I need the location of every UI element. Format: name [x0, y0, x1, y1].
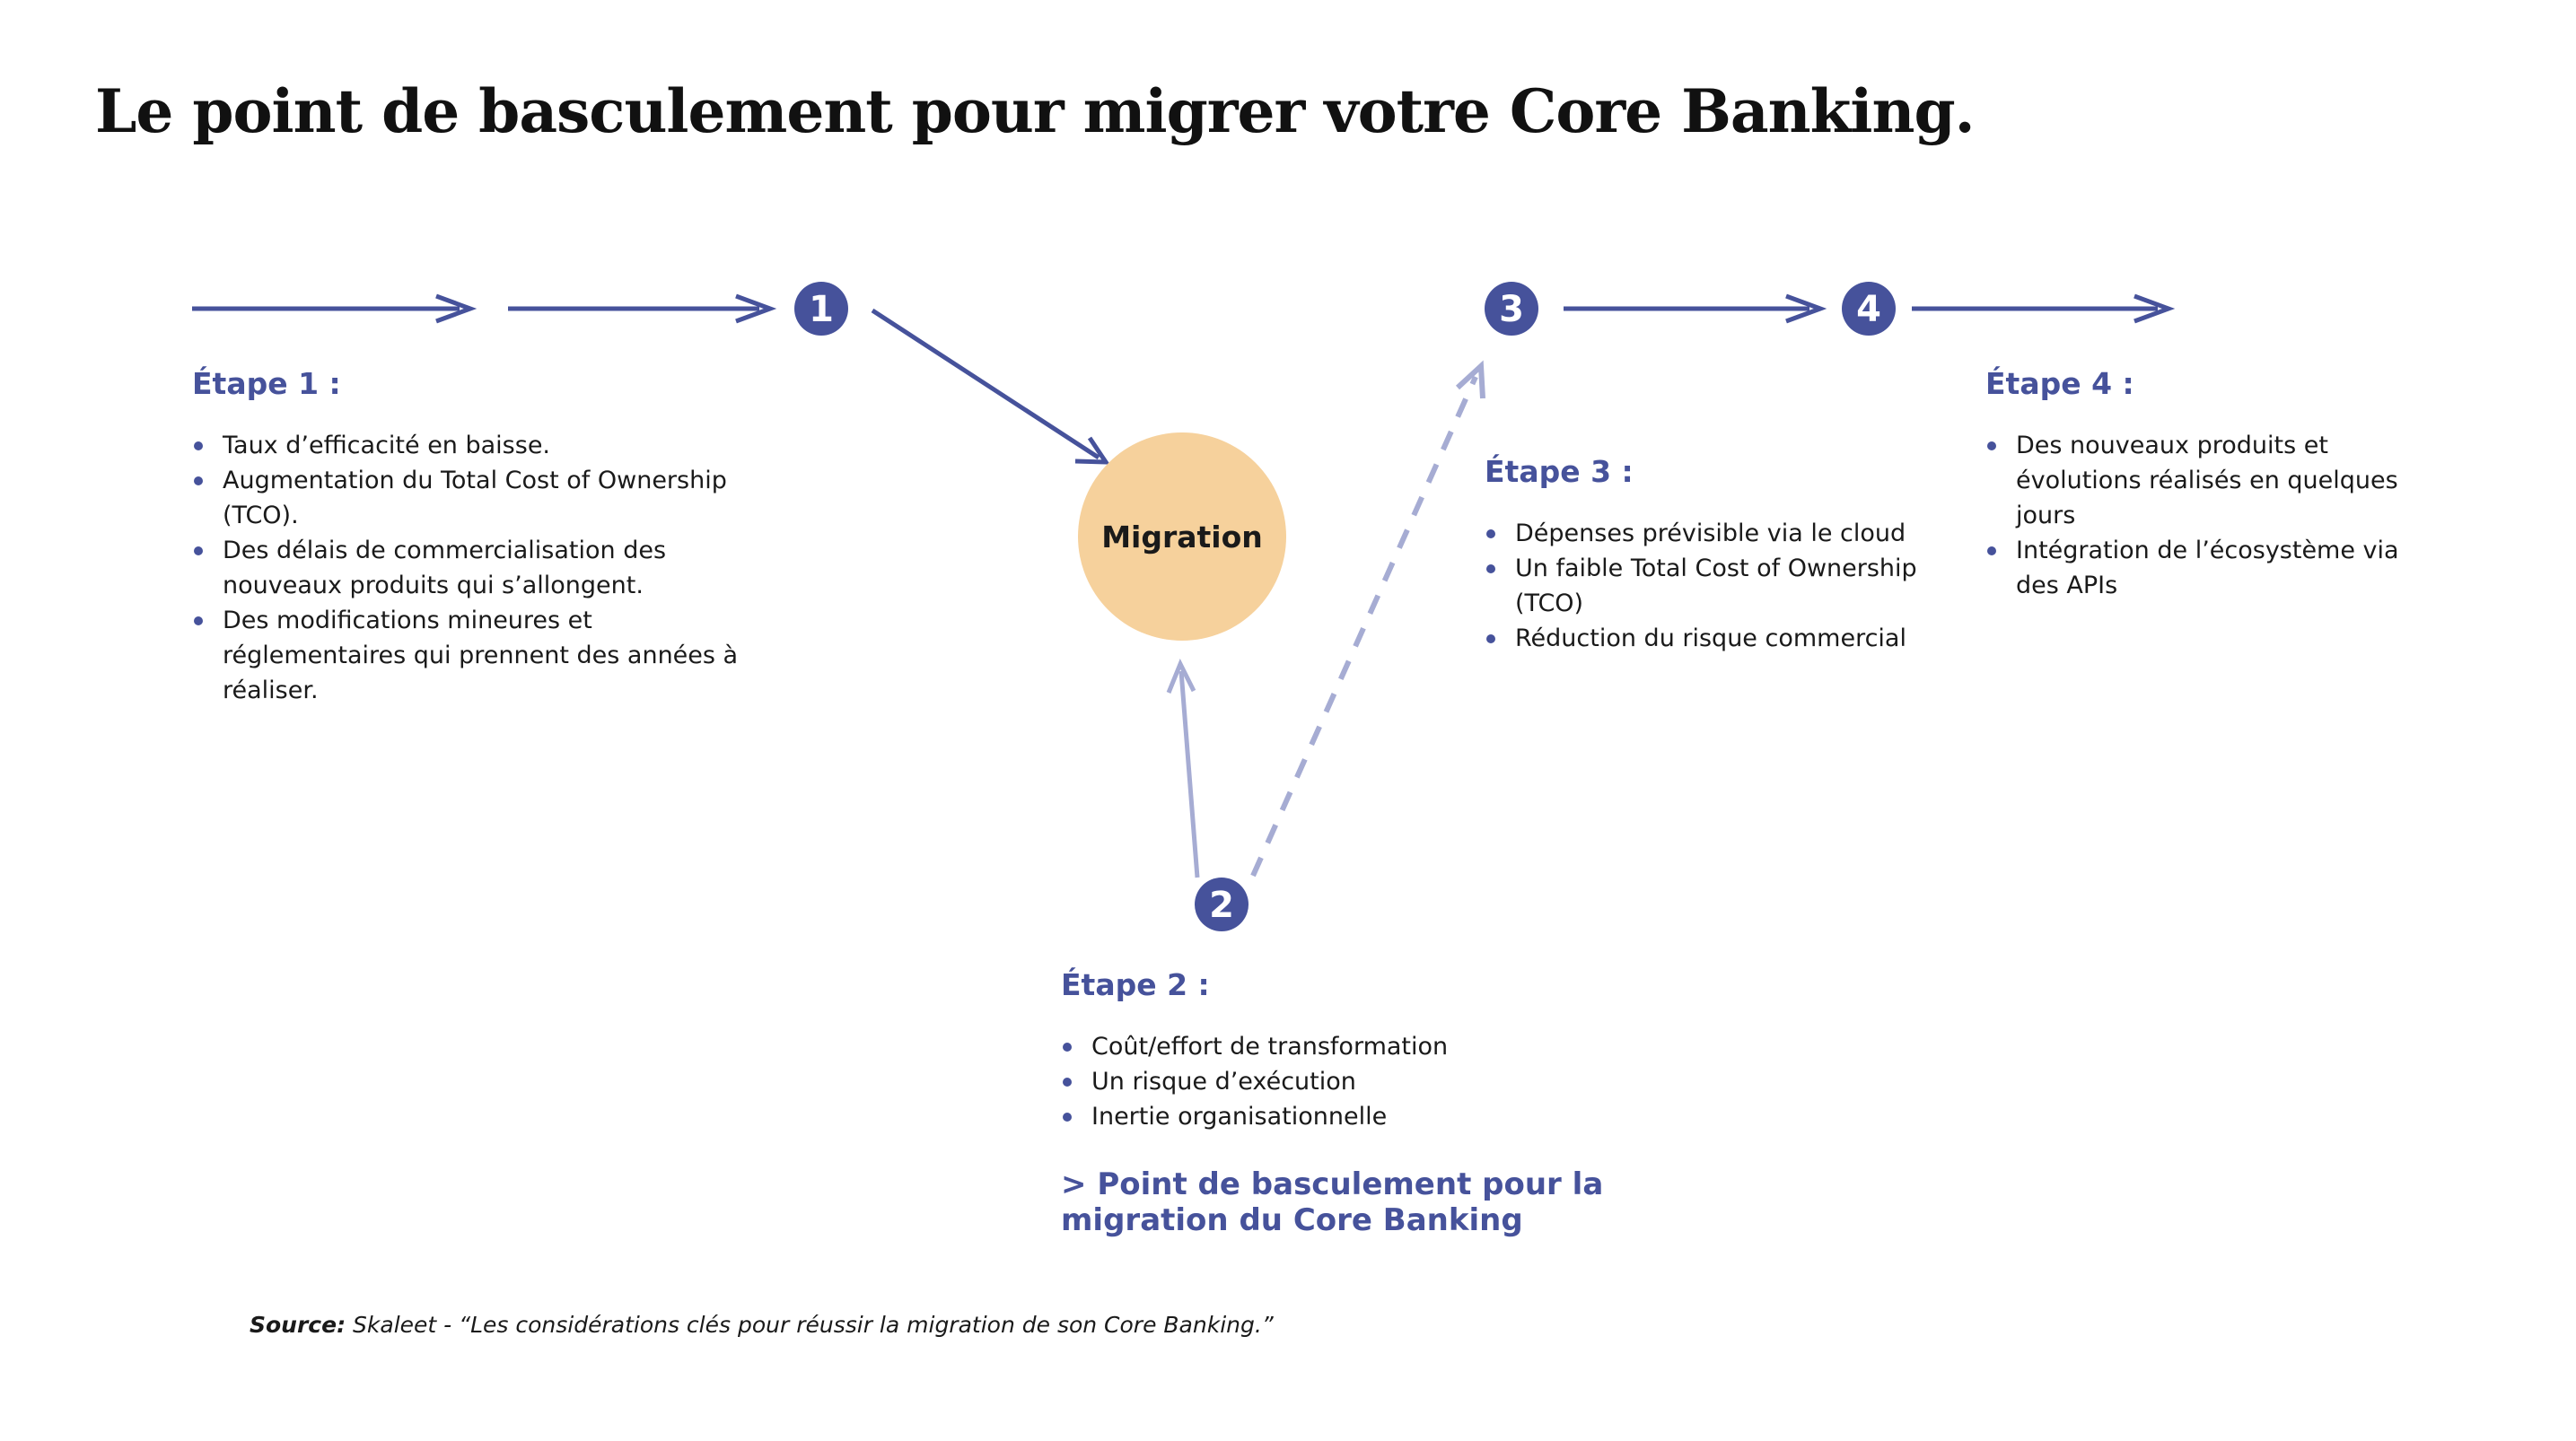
source-label: Source:: [250, 1312, 346, 1338]
step-3-list: Dépenses prévisible via le cloud Un faib…: [1485, 516, 1933, 656]
arrow-2-to-3-dashed: [1250, 360, 1485, 878]
step-4-list: Des nouveaux produits et évolutions réal…: [1985, 428, 2434, 603]
node-3-label: 3: [1499, 289, 1524, 330]
node-1-label: 1: [809, 289, 834, 330]
arrow-1-to-migration: [871, 308, 1110, 465]
node-2-label: 2: [1209, 885, 1234, 926]
page-title: Le point de basculement pour migrer votr…: [95, 76, 1976, 146]
node-1: 1: [794, 282, 848, 336]
arrow-3-to-4: [1564, 293, 1827, 324]
tipping-point-callout: > Point de basculement pour la migration…: [1061, 1166, 1604, 1238]
step-1-title: Étape 1 :: [192, 366, 341, 401]
step-2-title: Étape 2 :: [1061, 967, 1210, 1002]
arrow-start-2: [508, 293, 777, 324]
step-1-list: Taux d’efficacité en baisse. Augmentatio…: [192, 428, 749, 708]
node-3: 3: [1485, 282, 1538, 336]
step-2-list: Coût/effort de transformation Un risque …: [1061, 1029, 1564, 1134]
list-item: Intégration de l’écosystème via des APIs: [1985, 533, 2434, 603]
step-1: Étape 1 : Taux d’efficacité en baisse. A…: [192, 366, 749, 708]
migration-label: Migration: [1101, 520, 1263, 555]
node-4: 4: [1842, 282, 1896, 336]
node-4-label: 4: [1856, 289, 1881, 330]
list-item: Inertie organisationnelle: [1061, 1099, 1564, 1134]
arrow-2-to-migration: [1166, 658, 1200, 878]
list-item: Augmentation du Total Cost of Ownership …: [192, 463, 749, 533]
step-4: Étape 4 : Des nouveaux produits et évolu…: [1985, 366, 2434, 603]
list-item: Un faible Total Cost of Ownership (TCO): [1485, 551, 1933, 621]
step-3: Étape 3 : Dépenses prévisible via le clo…: [1485, 454, 1933, 656]
list-item: Taux d’efficacité en baisse.: [192, 428, 749, 463]
list-item: Des nouveaux produits et évolutions réal…: [1985, 428, 2434, 533]
migration-circle: Migration: [1078, 432, 1286, 641]
source-citation: Source: Skaleet - “Les considérations cl…: [250, 1312, 1274, 1338]
list-item: Un risque d’exécution: [1061, 1064, 1564, 1099]
node-2: 2: [1195, 878, 1249, 931]
step-3-title: Étape 3 :: [1485, 454, 1634, 489]
list-item: Des délais de commercialisation des nouv…: [192, 533, 749, 603]
arrow-4-end: [1912, 293, 2176, 324]
list-item: Des modifications mineures et réglementa…: [192, 603, 749, 708]
step-2: Étape 2 : Coût/effort de transformation …: [1061, 967, 1564, 1134]
list-item: Coût/effort de transformation: [1061, 1029, 1564, 1064]
arrow-start-1: [192, 293, 478, 324]
list-item: Réduction du risque commercial: [1485, 621, 1933, 656]
step-4-title: Étape 4 :: [1985, 366, 2134, 401]
source-text: Skaleet - “Les considérations clés pour …: [346, 1312, 1274, 1338]
list-item: Dépenses prévisible via le cloud: [1485, 516, 1933, 551]
